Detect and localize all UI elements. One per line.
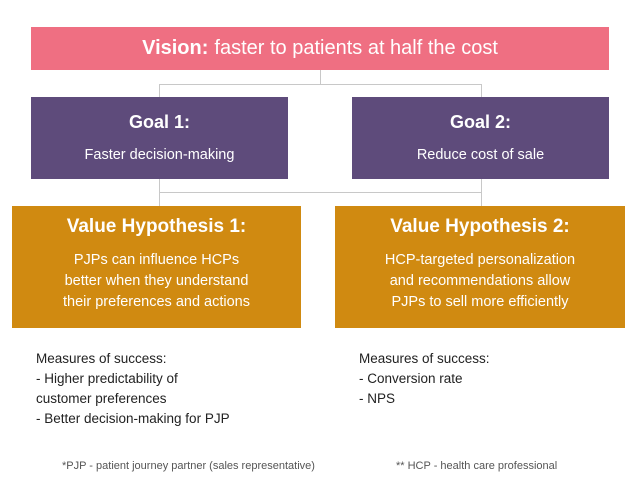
value-hypothesis-1-text: PJPs can influence HCPs better when they…	[12, 250, 301, 313]
goal-1-title: Goal 1:	[128, 112, 190, 132]
measures-1-heading: Measures of success:	[36, 351, 167, 366]
measures-1-item: customer preferences	[36, 391, 167, 406]
vision-text: faster to patients at half the cost	[214, 37, 498, 59]
goal-2-title: Goal 2:	[449, 112, 511, 132]
value-hypothesis-1-line: their preferences and actions	[63, 294, 250, 310]
footnote-hcp: ** HCP - health care professional	[396, 460, 558, 472]
measures-2-item: - NPS	[359, 391, 396, 406]
vision-box: Vision: faster to patients at half the c…	[31, 27, 609, 70]
goal-1-box: Goal 1: Faster decision-making	[31, 97, 288, 179]
value-hypothesis-2-title: Value Hypothesis 2:	[390, 216, 570, 237]
measures-of-success-2: Measures of success: - Conversion rate -…	[359, 349, 619, 409]
connector-goal1-up	[159, 84, 160, 97]
goal-2-text: Reduce cost of sale	[416, 147, 545, 163]
connector-vh1-up	[159, 192, 160, 206]
value-hypothesis-1-line: PJPs can influence HCPs	[73, 252, 240, 268]
value-hypothesis-2-text: HCP-targeted personalization and recomme…	[335, 250, 625, 313]
value-hypothesis-2-box: Value Hypothesis 2: HCP-targeted persona…	[335, 206, 625, 328]
connector-goal2-up	[481, 84, 482, 97]
vision-label: Vision:	[142, 37, 209, 59]
connector-goals-horizontal	[159, 192, 482, 193]
value-hypothesis-2-line: and recommendations allow	[389, 273, 571, 289]
measures-of-success-1: Measures of success: - Higher predictabi…	[36, 349, 296, 429]
value-hypothesis-2-line: PJPs to sell more efficiently	[391, 294, 569, 310]
connector-vision-down	[320, 70, 321, 84]
measures-2-heading: Measures of success:	[359, 351, 490, 366]
value-hypothesis-2-line: HCP-targeted personalization	[384, 252, 576, 268]
value-hypothesis-1-title: Value Hypothesis 1:	[66, 216, 247, 237]
connector-vh2-up	[481, 192, 482, 206]
measures-1-item: - Higher predictability of	[36, 371, 178, 386]
goal-2-box: Goal 2: Reduce cost of sale	[352, 97, 609, 179]
measures-2-item: - Conversion rate	[359, 371, 463, 386]
footnote-pjp: *PJP - patient journey partner (sales re…	[62, 460, 315, 472]
value-hypothesis-1-box: Value Hypothesis 1: PJPs can influence H…	[12, 206, 301, 328]
connector-goal2-down	[481, 179, 482, 193]
value-hypothesis-1-line: better when they understand	[64, 273, 249, 289]
measures-1-item: - Better decision-making for PJP	[36, 411, 230, 426]
goal-1-text: Faster decision-making	[84, 147, 235, 163]
connector-goal1-down	[159, 179, 160, 193]
connector-vision-horizontal	[159, 84, 482, 85]
